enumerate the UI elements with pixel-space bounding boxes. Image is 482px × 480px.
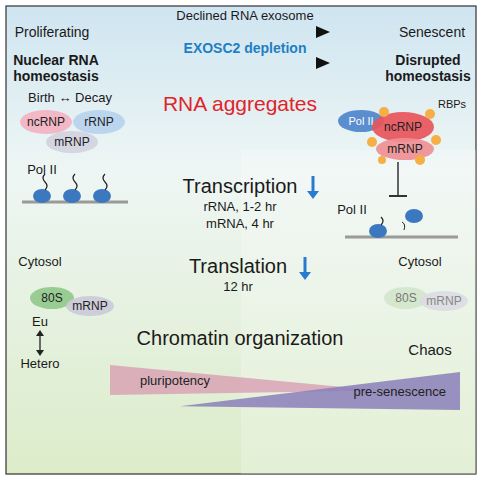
polymerase-blob (93, 189, 111, 203)
rnp-ellipse: ncRNP (372, 112, 434, 142)
rnp-ellipse: ncRNP (20, 110, 72, 134)
rnp-ellipse: rRNP (73, 110, 125, 134)
arrow-shaft (166, 62, 318, 65)
rnp-ellipse-fill (376, 138, 434, 160)
node-text: 80S (395, 291, 416, 305)
exchange-arrow-head (36, 350, 44, 356)
exchange-arrow (39, 334, 40, 352)
rnp-ellipse-fill (66, 296, 114, 316)
node-text: rRNP (84, 115, 113, 129)
rnp-ellipse: mRNP (420, 291, 468, 311)
arrow-head (316, 26, 330, 38)
text-label: Proliferating (15, 24, 90, 40)
text-label: Nuclear RNA homeostasis (6, 52, 106, 84)
polymerase-blob (33, 189, 51, 203)
rnp-ellipse-fill (20, 110, 72, 134)
gradient-triangle: pre-senescence (180, 372, 460, 410)
text-label: Transcription (183, 175, 298, 198)
text-label: RNA aggregates (163, 92, 317, 116)
decrease-arrow (312, 176, 315, 193)
node-text: ncRNP (27, 115, 65, 129)
text-label: Pol II (27, 163, 57, 178)
arrow-head (316, 57, 330, 69)
triangle-fill (180, 372, 460, 410)
rbp-dot (431, 135, 441, 145)
arrow-shaft (166, 31, 318, 34)
exchange-arrow-head (36, 330, 44, 336)
polymerase-blob (369, 224, 387, 238)
node-text: Pol II (348, 115, 373, 127)
text-label: Chromatin organization (137, 327, 344, 350)
text-label: RBPs (438, 98, 466, 111)
text-label: EXOSC2 depletion (184, 40, 307, 56)
text-label: Pol II (337, 203, 367, 218)
text-label: Senescent (399, 24, 465, 40)
nascent-rna (73, 174, 77, 190)
rnp-ellipse-fill (73, 110, 125, 134)
decrease-arrow (304, 257, 307, 274)
node-text: mRNP (426, 294, 461, 308)
polymerase-blob (63, 189, 81, 203)
text-label: Chaos (408, 341, 451, 358)
node-text: mRNP (72, 299, 107, 313)
polymerase-blob (405, 209, 423, 223)
inhibition-bar (389, 195, 407, 197)
release-arrow (402, 222, 405, 230)
nascent-rna (103, 174, 107, 190)
rbp-dot (367, 137, 377, 147)
decrease-arrow-head (307, 191, 319, 199)
rnp-ellipse-fill (372, 112, 434, 142)
node-text: 80S (41, 291, 62, 305)
text-label: Hetero (20, 357, 59, 372)
decrease-arrow-head (299, 272, 311, 280)
text-label: rRNA, 1-2 hr (204, 200, 277, 215)
nascent-rna (381, 217, 383, 225)
rnp-ellipse: mRNP (376, 138, 434, 160)
rbp-dot (378, 156, 386, 164)
text-label: Cytosol (398, 255, 441, 270)
node-text: pluripotency (140, 373, 210, 388)
text-label: Declined RNA exosome (176, 9, 313, 24)
rnp-ellipse-fill (420, 291, 468, 311)
node-text: mRNP (387, 142, 422, 156)
inhibition-line (397, 162, 399, 196)
node-text: mRNP (54, 135, 89, 149)
text-label: Disrupted homeostasis (378, 52, 478, 84)
rnp-ellipse-fill (46, 131, 98, 153)
text-label: 12 hr (223, 280, 253, 295)
dna-strand (345, 236, 458, 239)
text-label: Translation (189, 255, 287, 278)
text-label: Cytosol (18, 255, 61, 270)
node-text: pre-senescence (354, 384, 447, 399)
rnp-ellipse: mRNP (66, 296, 114, 316)
text-label: Birth ↔ Decay (28, 91, 112, 106)
node-text: ncRNP (384, 120, 422, 134)
rnp-ellipse: mRNP (46, 131, 98, 153)
text-label: Eu (32, 315, 48, 330)
text-label: mRNA, 4 hr (206, 217, 274, 232)
